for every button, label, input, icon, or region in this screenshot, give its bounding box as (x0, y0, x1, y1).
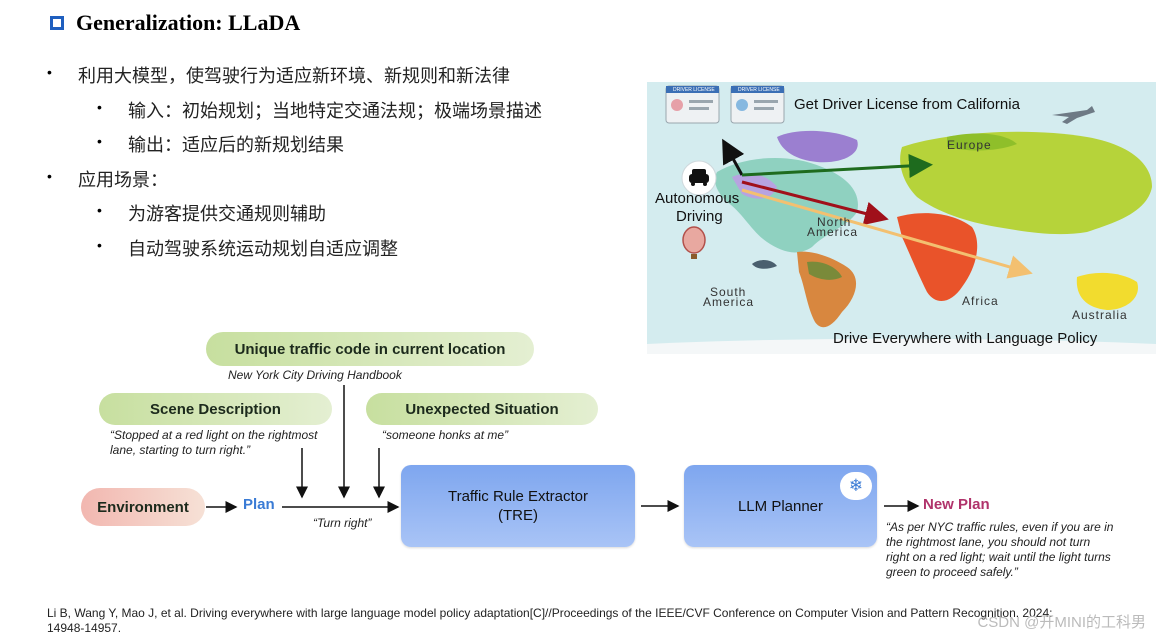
scene-caption: “Stopped at a red light on the rightmost… (110, 428, 318, 457)
slide-title-row: Generalization: LLaDA (50, 8, 300, 38)
region-australia: Australia (1072, 308, 1128, 322)
region-north-america-1: North (817, 215, 852, 229)
plan-caption: “Turn right” (313, 516, 372, 530)
watermark: CSDN @开MINI的工科男 (977, 614, 1146, 631)
license-title-2: DRIVER LICENSE (738, 87, 780, 93)
environment-pill: Environment (81, 488, 205, 526)
traffic-rule-extractor-block: Traffic Rule Extractor (TRE) (401, 465, 635, 547)
bullet-item: 为游客提供交通规则辅助 (128, 204, 326, 224)
bullet-item: 利用大模型，使驾驶行为适应新环境、新规则和新法律 (78, 66, 510, 86)
map-bottom-label: Drive Everywhere with Language Policy (833, 330, 1098, 347)
unexpected-situation-pill: Unexpected Situation (366, 393, 598, 425)
unique-traffic-caption: New York City Driving Handbook (228, 368, 402, 382)
bullet-item: 自动驾驶系统运动规划自适应调整 (128, 239, 398, 259)
world-map-panel: DRIVER LICENSE DRIVER LICENSE Get Driver… (647, 82, 1156, 354)
license-title-1: DRIVER LICENSE (673, 87, 715, 93)
world-map-illustration (647, 85, 1156, 354)
bullet-dot-icon: • (97, 237, 102, 253)
title-square-icon (50, 16, 64, 30)
llm-planner-block: LLM Planner (684, 465, 877, 547)
new-plan-caption: “As per NYC traffic rules, even if you a… (886, 520, 1114, 579)
region-africa: Africa (962, 294, 999, 308)
bullet-item: 输入：初始规划；当地特定交通法规；极端场景描述 (128, 101, 542, 121)
llm-planner-label: LLM Planner (737, 497, 824, 515)
map-top-label: Get Driver License from California (794, 96, 1020, 113)
vehicle-label-line2: Driving (676, 208, 723, 225)
driver-license-card-1 (665, 85, 720, 124)
tre-line2: (TRE) (498, 507, 538, 524)
africa-shape (897, 213, 978, 302)
airplane-shape (1052, 106, 1095, 124)
bullet-item: 应用场景： (78, 170, 168, 190)
unique-traffic-code-pill: Unique traffic code in current location (206, 332, 534, 366)
bullet-dot-icon: • (97, 133, 102, 149)
region-europe: Europe (947, 138, 992, 152)
region-north-america-2: America (807, 225, 859, 239)
unexpected-caption: “someone honks at me” (382, 428, 509, 442)
bullet-dot-icon: • (47, 168, 52, 184)
driver-license-card-2 (730, 85, 785, 124)
region-south-america-1: South (710, 285, 747, 299)
tre-line1: Traffic Rule Extractor (447, 488, 589, 505)
bullet-dot-icon: • (97, 202, 102, 218)
australia-shape (1076, 272, 1138, 310)
bullet-item: 输出：适应后的新规划结果 (128, 135, 344, 155)
vehicle-label-line1: Autonomous (655, 190, 740, 207)
plan-label: Plan (243, 496, 275, 513)
eurasia-shape (900, 131, 1152, 235)
region-south-america-2: America (703, 295, 755, 309)
snowflake-icon: ❄ (840, 472, 872, 500)
bullet-dot-icon: • (47, 64, 52, 80)
new-plan-label: New Plan (923, 496, 990, 513)
slide-title: Generalization: LLaDA (76, 10, 301, 35)
bullet-dot-icon: • (97, 99, 102, 115)
greenland-shape (777, 130, 858, 163)
scene-description-pill: Scene Description (99, 393, 332, 425)
reference-citation: Li B, Wang Y, Mao J, et al. Driving ever… (47, 606, 1053, 635)
